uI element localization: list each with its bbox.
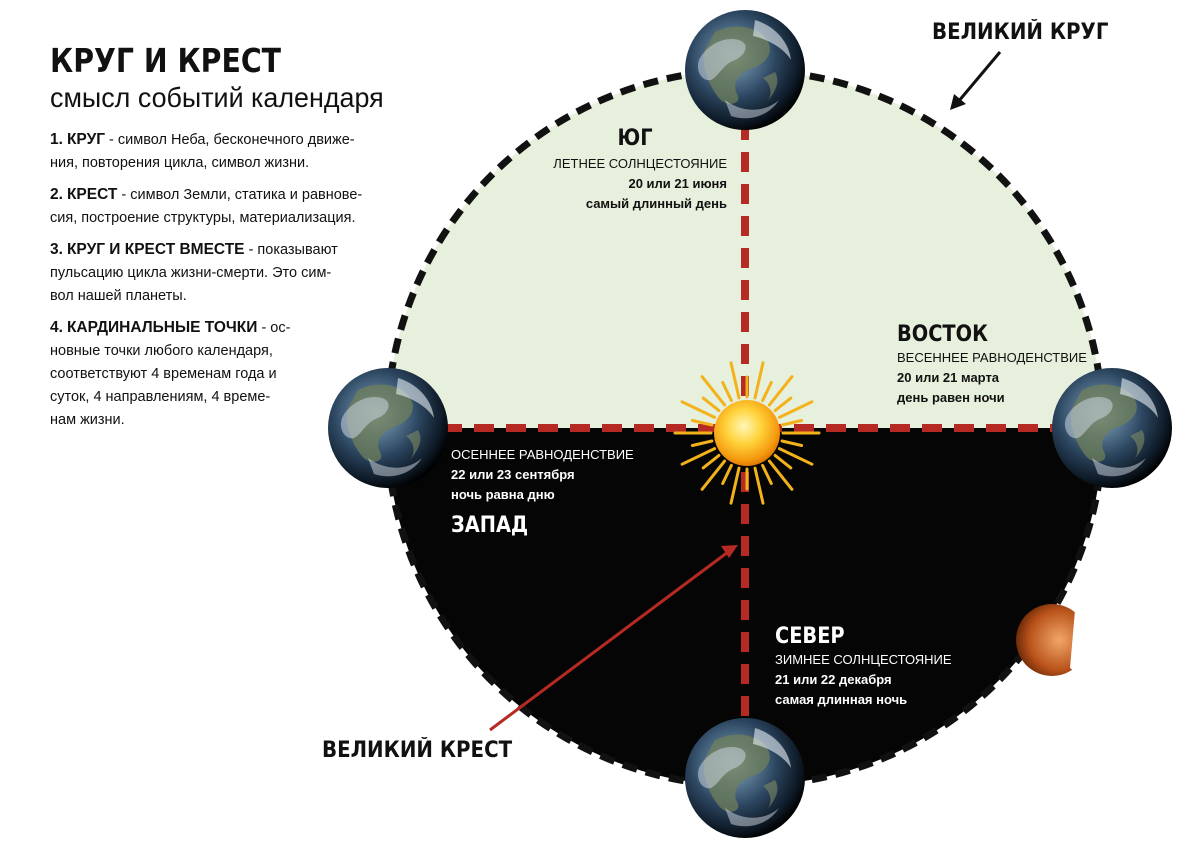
date-summer-solstice: 20 или 21 июня bbox=[628, 176, 727, 191]
item-text: ния, повторения цикла, символ жизни. bbox=[50, 155, 310, 171]
item-text: суток, 4 направлениям, 4 време- bbox=[50, 389, 271, 405]
sun-ray bbox=[761, 463, 773, 485]
sun-ray bbox=[701, 453, 721, 470]
item-text: новные точки любого календаря, bbox=[50, 343, 273, 359]
page-subtitle: смысл событий календаря bbox=[50, 82, 384, 113]
legend-item: 1. КРУГ - символ Неба, бесконечного движ… bbox=[50, 128, 430, 175]
sun-icon bbox=[673, 361, 821, 505]
great-cross-label: ВЕЛИКИЙ КРЕСТ bbox=[322, 738, 513, 763]
item-text: - символ Земли, статика и равнове- bbox=[121, 187, 363, 203]
direction-east: ВОСТОК bbox=[897, 322, 988, 347]
sun-ray bbox=[680, 400, 717, 419]
sun-ray bbox=[690, 419, 714, 427]
sun-ray bbox=[780, 439, 804, 447]
great-circle-arrow bbox=[950, 51, 1002, 110]
legend-list: 1. КРУГ - символ Неба, бесконечного движ… bbox=[50, 128, 430, 440]
date-winter-solstice: 21 или 22 декабря bbox=[775, 672, 892, 687]
sun-ray bbox=[701, 396, 721, 413]
item-number: 4. bbox=[50, 319, 63, 336]
sun-ray bbox=[780, 419, 804, 427]
sun-ray bbox=[777, 447, 814, 466]
sun-ray bbox=[777, 400, 814, 419]
sun-ray bbox=[767, 375, 794, 407]
event-summer-solstice: ЛЕТНЕЕ СОЛНЦЕСТОЯНИЕ bbox=[553, 156, 727, 171]
great-cross-arrow bbox=[489, 545, 738, 732]
sun-ray bbox=[767, 459, 794, 491]
item-text: нам жизни. bbox=[50, 412, 125, 428]
note-winter-solstice: самая длинная ночь bbox=[775, 692, 908, 707]
page-title: КРУГ И КРЕСТ bbox=[50, 41, 282, 80]
east-point-block: ВОСТОК ВЕСЕННЕЕ РАВНОДЕНСТВИЕ 20 или 21 … bbox=[897, 322, 1087, 408]
note-autumn-equinox: ночь равна дню bbox=[451, 487, 555, 502]
note-summer-solstice: самый длинный день bbox=[585, 196, 727, 211]
item-text: соответствуют 4 временам года и bbox=[50, 366, 277, 382]
direction-north: СЕВЕР bbox=[775, 624, 845, 649]
sun-ray bbox=[753, 361, 765, 400]
item-number: 1. bbox=[50, 131, 63, 148]
item-text: - показывают bbox=[248, 242, 338, 258]
item-heading: КРЕСТ bbox=[66, 186, 118, 203]
earth-globe-icon-north bbox=[685, 718, 805, 838]
event-autumn-equinox: ОСЕННЕЕ РАВНОДЕНСТВИЕ bbox=[451, 447, 634, 462]
legend-item: 3. КРУГ И КРЕСТ ВМЕСТЕ - показывают пуль… bbox=[50, 238, 430, 308]
west-point-block: ОСЕННЕЕ РАВНОДЕНСТВИЕ 22 или 23 сентября… bbox=[451, 445, 634, 539]
item-text: - символ Неба, бесконечного движе- bbox=[109, 132, 355, 148]
event-winter-solstice: ЗИМНЕЕ СОЛНЦЕСТОЯНИЕ bbox=[775, 652, 952, 667]
event-spring-equinox: ВЕСЕННЕЕ РАВНОДЕНСТВИЕ bbox=[897, 350, 1087, 365]
earth-globe-icon-south bbox=[685, 10, 805, 130]
item-text: - ос- bbox=[261, 320, 291, 336]
sun-ray bbox=[773, 396, 793, 413]
partial-planet bbox=[1016, 600, 1100, 690]
sun-ray bbox=[773, 453, 793, 470]
direction-west: ЗАПАД bbox=[451, 513, 529, 538]
sun-ray bbox=[680, 447, 717, 466]
sun-ray bbox=[729, 361, 741, 400]
sun-ray bbox=[729, 466, 741, 505]
direction-south: ЮГ bbox=[617, 126, 653, 151]
item-number: 2. bbox=[50, 186, 63, 203]
item-text: пульсацию цикла жизни-смерти. Это сим- bbox=[50, 265, 332, 281]
sun-ray bbox=[700, 375, 727, 407]
item-text: сия, построение структуры, материализаци… bbox=[50, 210, 356, 226]
legend-item: 2. КРЕСТ - символ Земли, статика и равно… bbox=[50, 183, 430, 230]
south-point-details: ЛЕТНЕЕ СОЛНЦЕСТОЯНИЕ 20 или 21 июня самы… bbox=[505, 154, 727, 214]
sun-ray bbox=[761, 381, 773, 403]
great-circle-label: ВЕЛИКИЙ КРУГ bbox=[932, 20, 1109, 45]
item-heading: КРУГ И КРЕСТ ВМЕСТЕ bbox=[66, 241, 245, 258]
sun-ray bbox=[721, 381, 733, 403]
sun-ray bbox=[753, 466, 765, 505]
date-autumn-equinox: 22 или 23 сентября bbox=[451, 467, 575, 482]
north-point-block: СЕВЕР ЗИМНЕЕ СОЛНЦЕСТОЯНИЕ 21 или 22 дек… bbox=[775, 624, 952, 710]
south-point-block: ЮГ bbox=[545, 126, 725, 152]
legend-item: 4. КАРДИНАЛЬНЫЕ ТОЧКИ - ос- новные точки… bbox=[50, 316, 430, 432]
item-heading: КАРДИНАЛЬНЫЕ ТОЧКИ bbox=[66, 319, 258, 336]
sun-ray bbox=[721, 463, 733, 485]
item-number: 3. bbox=[50, 241, 63, 258]
item-heading: КРУГ bbox=[66, 131, 105, 148]
sun-ray bbox=[700, 459, 727, 491]
item-text: вол нашей планеты. bbox=[50, 288, 187, 304]
date-spring-equinox: 20 или 21 марта bbox=[897, 370, 1000, 385]
note-spring-equinox: день равен ночи bbox=[897, 390, 1005, 405]
sun-ray bbox=[690, 439, 714, 447]
